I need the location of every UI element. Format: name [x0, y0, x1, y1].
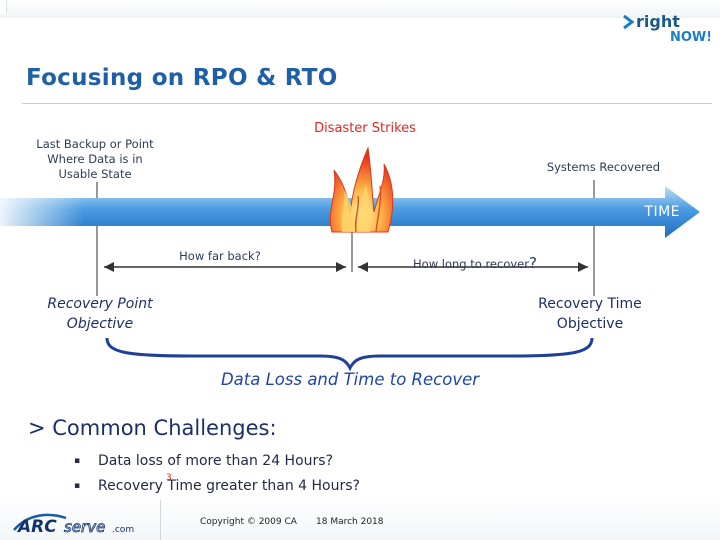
challenge-item-text: Recovery Time greater than 4 Hours? — [98, 478, 360, 494]
how-long-text: How long to recover — [413, 257, 529, 271]
how-far-back-label: How far back? — [179, 249, 261, 263]
footer-date: 18 March 2018 — [316, 517, 384, 527]
bullet-icon: ▪ — [74, 481, 81, 491]
how-long-question-mark: ? — [528, 254, 537, 272]
rpo-line-2: Objective — [66, 316, 134, 332]
arcserve-logo-serve: serve — [64, 518, 105, 536]
arcserve-swoosh-icon — [13, 513, 67, 531]
arcserve-logo: ARC serve .com — [13, 513, 134, 536]
challenge-item: ▪ Recovery Time greater than 4 Hours? — [74, 478, 360, 494]
challenge-item-text: Data loss of more than 24 Hours? — [98, 453, 334, 469]
how-far-back-arrow — [104, 262, 346, 272]
time-axis-label: TIME — [644, 204, 680, 220]
title-divider — [22, 103, 712, 104]
top-header-bar — [0, 0, 720, 18]
page-number: 3 — [166, 473, 172, 483]
logo-now-text: NOW! — [670, 30, 710, 44]
challenge-item: ▪ Data loss of more than 24 Hours? — [74, 453, 333, 469]
data-loss-brace — [105, 337, 594, 372]
arcserve-logo-arc: ARC — [16, 517, 57, 536]
how-long-to-recover-arrow — [358, 262, 588, 272]
bullet-icon: ▪ — [74, 456, 81, 466]
last-backup-label: Last Backup or Point Where Data is in Us… — [30, 137, 160, 182]
footer-divider — [160, 500, 161, 540]
top-header-stub — [0, 0, 7, 14]
rto-line-2: Objective — [556, 316, 624, 332]
right-now-logo: right NOW! — [623, 12, 710, 44]
logo-chevron-icon — [623, 14, 635, 30]
slide-title: Focusing on RPO & RTO — [26, 65, 338, 91]
rpo-line-1: Recovery Point — [47, 296, 153, 312]
data-loss-label: Data Loss and Time to Recover — [220, 370, 480, 389]
footer-bar — [0, 497, 720, 540]
last-backup-line-2: Where Data is in — [47, 152, 143, 166]
copyright-text: Copyright © 2009 CA — [200, 517, 297, 527]
rto-line-1: Recovery Time — [538, 296, 642, 312]
last-backup-line-3: Usable State — [58, 167, 132, 181]
rto-label: Recovery Time Objective — [510, 294, 670, 334]
rpo-label: Recovery Point Objective — [20, 294, 180, 334]
disaster-strikes-label: Disaster Strikes — [314, 121, 416, 136]
arcserve-logo-com: .com — [112, 525, 134, 535]
logo-right-text: right — [636, 12, 680, 31]
last-backup-line-1: Last Backup or Point — [36, 137, 154, 151]
fire-icon — [329, 146, 394, 233]
challenges-heading: > Common Challenges: — [28, 416, 277, 440]
systems-recovered-label: Systems Recovered — [546, 160, 660, 174]
how-long-label: How long to recover? — [395, 254, 555, 272]
